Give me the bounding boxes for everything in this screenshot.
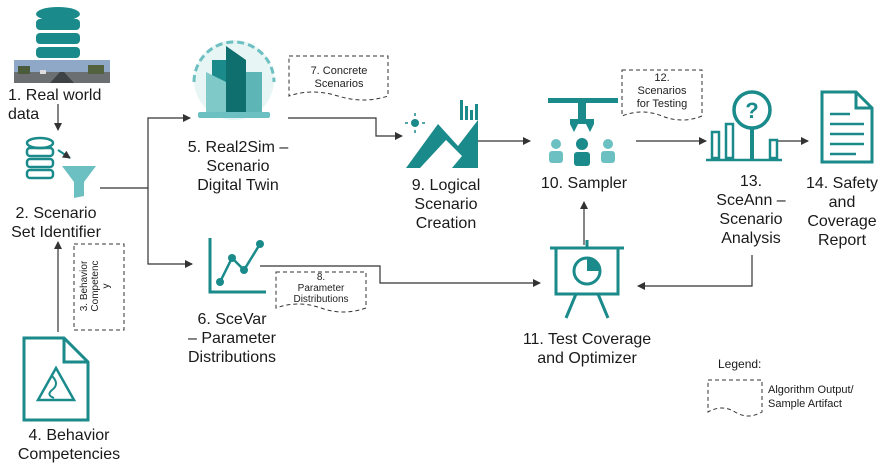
legend-item-label: Algorithm Output/ Sample Artifact [768,384,854,410]
node-2-label: 2. Scenario Set Identifier [11,205,101,241]
artifact-7-label: 7. Concrete Scenarios [310,65,368,90]
magnifier-question-icon: ? [706,90,782,162]
node-4-label: 4. Behavior Competencies [17,427,121,463]
city-dome-icon [192,40,276,120]
legend-artifact-box [707,379,763,417]
robot-arm-icon [548,98,618,166]
database-filter-icon [25,136,96,198]
connectors [54,104,809,332]
artifact-box-7 [288,55,389,101]
artifact-8-label: 8. Parameter Distributions [293,272,349,305]
artifact-box-8 [275,271,367,313]
node-3-label: 3. Behavior Competenc y [79,260,112,312]
node-10-label: 10. Sampler [540,175,628,192]
artifact-box-3 [73,243,125,331]
artifact-box-12 [621,69,703,121]
line-chart-icon [208,238,266,294]
document-road-icon [22,336,90,422]
node-5-label: 5. Real2Sim – Scenario Digital Twin [187,139,289,194]
presentation-board-icon [550,240,624,319]
legend-title: Legend: [718,357,762,371]
database-icon [36,7,80,58]
node-6-label: 6. SceVar – Parameter Distributions [187,311,277,366]
arrow-5-to-9 [288,117,403,140]
node-9-label: 9. Logical Scenario Creation [411,177,481,232]
artifact-12-label: 12. Scenarios for Testing [636,72,688,110]
landscape-sun-icon [405,100,478,168]
node-14-label: 14. Safety and Coverage Report [805,175,879,249]
arrow-13-to-11 [637,255,753,290]
arrow-2-to-6 [147,188,193,268]
arrow-2-to-5 [100,114,191,189]
road-photo [14,60,110,83]
report-document-icon [820,90,874,164]
node-1-label: 1. Real world data [8,87,102,123]
node-11-label: 11. Test Coverage and Optimizer [522,331,652,367]
arrow-6-to-11 [260,265,541,287]
artifact-boxes [73,55,763,417]
node-13-label: 13. SceAnn – Scenario Analysis [716,173,786,247]
svg-text:?: ? [745,98,758,123]
